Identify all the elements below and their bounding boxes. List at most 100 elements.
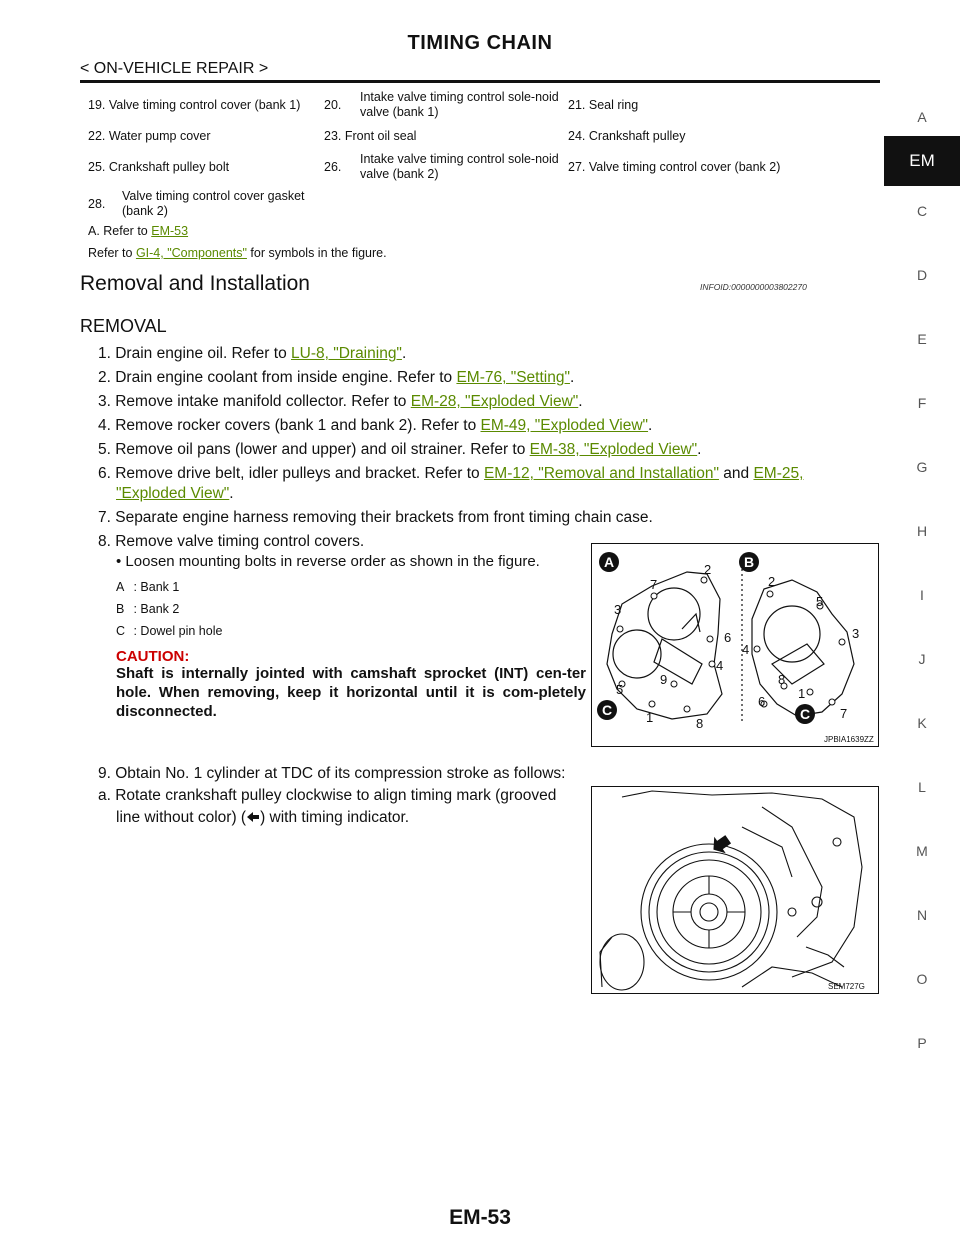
sidebar-item-f[interactable]: F	[917, 395, 927, 411]
table-row: 28. Valve timing control cover gasket (b…	[88, 186, 784, 222]
svg-text:C: C	[800, 706, 810, 722]
step-a-line2: line without color) ( ) with timing indi…	[116, 809, 410, 826]
bolt-number: 1	[798, 686, 805, 701]
sidebar-item-p[interactable]: P	[917, 1035, 927, 1051]
header-rule	[80, 80, 880, 83]
table-cell: 24. Crankshaft pulley	[568, 128, 686, 143]
table-cell: 19. Valve timing control cover (bank 1)	[88, 97, 301, 112]
sidebar-item-e[interactable]: E	[917, 331, 927, 347]
sidebar-item-h[interactable]: H	[916, 523, 928, 539]
sidebar-item-c[interactable]: C	[916, 203, 928, 219]
figure-code: JPBIA1639ZZ	[824, 735, 874, 744]
table-cell: 22. Water pump cover	[88, 128, 211, 143]
table-cell: Intake valve timing control sole-noid va…	[360, 90, 559, 119]
sidebar-item-n[interactable]: N	[916, 907, 928, 923]
section-heading: Removal and Installation	[80, 272, 310, 295]
table-cell-num: 26.	[324, 159, 342, 174]
section-index-sidebar: A EM C D E F G H I J K L M N O P	[884, 98, 960, 1062]
page-number: EM-53	[449, 1206, 511, 1229]
bolt-number: 5	[616, 682, 623, 697]
step-6: 6. Remove drive belt, idler pulleys and …	[98, 465, 804, 502]
bolt-number: 4	[742, 642, 749, 657]
link-em-12[interactable]: EM-12, "Removal and Installation"	[483, 465, 719, 482]
sidebar-item-m[interactable]: M	[916, 843, 928, 859]
legend-item-a: A : Bank 1	[116, 580, 180, 594]
link-em-49[interactable]: EM-49, "Exploded View"	[480, 417, 649, 434]
bolt-number: 4	[716, 658, 723, 673]
info-id: INFOID:0000000003802270	[700, 282, 807, 292]
sidebar-item-a[interactable]: A	[917, 109, 927, 125]
step-8-bullet: • Loosen mounting bolts in reverse order…	[116, 553, 540, 570]
figure-legend: A : Bank 1 B : Bank 2 C : Dowel pin hole	[116, 576, 222, 642]
badge-c-icon: C	[795, 704, 815, 724]
badge-c-icon: C	[597, 700, 617, 720]
bolt-number: 6	[724, 630, 731, 645]
step-8: 8. Remove valve timing control covers.	[98, 533, 365, 550]
sidebar-item-i[interactable]: I	[920, 587, 924, 603]
step-a-line1: a. Rotate crankshaft pulley clockwise to…	[98, 787, 557, 804]
table-row: 19. Valve timing control cover (bank 1) …	[88, 86, 784, 124]
figure-timing-cover-bolt-order: 2 7 3 6 4 9 5 1 8 2 5 3 4 8 1 6 7 A B	[591, 543, 879, 747]
step-3: 3. Remove intake manifold collector. Ref…	[98, 393, 583, 410]
link-em-76[interactable]: EM-76, "Setting"	[456, 369, 570, 386]
step-7: 7. Separate engine harness removing thei…	[98, 509, 653, 526]
sidebar-item-d[interactable]: D	[916, 267, 928, 283]
page-title: TIMING CHAIN	[407, 32, 553, 54]
badge-b-icon: B	[739, 552, 759, 572]
figure-crankshaft-pulley: SEM727G	[591, 786, 879, 994]
sidebar-item-g[interactable]: G	[916, 459, 928, 475]
table-cell: 23. Front oil seal	[324, 128, 417, 143]
bolt-number: 3	[852, 626, 859, 641]
table-cell: 25. Crankshaft pulley bolt	[88, 159, 230, 174]
bolt-number: 2	[704, 562, 711, 577]
link-em-28[interactable]: EM-28, "Exploded View"	[410, 393, 579, 410]
bolt-number: 1	[646, 710, 653, 725]
table-cell: Intake valve timing control sole-noid va…	[360, 152, 559, 181]
link-em-25[interactable]: EM-25,	[753, 465, 804, 482]
sidebar-item-em[interactable]: EM	[884, 136, 960, 186]
link-em-25-exploded-view[interactable]: "Exploded View"	[116, 485, 230, 502]
section-subtitle: < ON-VEHICLE REPAIR >	[80, 60, 269, 77]
figure-code: SEM727G	[828, 982, 865, 991]
badge-a-icon: A	[599, 552, 619, 572]
table-cell: 21. Seal ring	[568, 97, 639, 112]
step-9: 9. Obtain No. 1 cylinder at TDC of its c…	[98, 765, 566, 782]
subsection-heading: REMOVAL	[80, 316, 167, 336]
table-row: 25. Crankshaft pulley bolt 26. Intake va…	[88, 148, 784, 186]
parts-legend-table: 19. Valve timing control cover (bank 1) …	[88, 86, 784, 222]
link-gi-4-components[interactable]: GI-4, "Components"	[135, 246, 247, 260]
caution-heading: CAUTION:	[116, 648, 190, 665]
bolt-number: 6	[758, 694, 765, 709]
svg-text:A: A	[604, 554, 614, 570]
bolt-number: 7	[840, 706, 847, 721]
step-1: 1. Drain engine oil. Refer to LU-8, "Dra…	[98, 345, 407, 362]
refer-line-a: A. Refer to EM-53	[88, 224, 189, 238]
sidebar-item-j[interactable]: J	[918, 651, 926, 667]
link-em-38[interactable]: EM-38, "Exploded View"	[529, 441, 698, 458]
bolt-number: 5	[816, 594, 823, 609]
legend-item-b: B : Bank 2	[116, 602, 180, 616]
caution-text: Shaft is internally jointed with camshaf…	[116, 665, 586, 720]
link-lu-8[interactable]: LU-8, "Draining"	[291, 345, 402, 362]
sidebar-item-o[interactable]: O	[916, 971, 928, 987]
table-cell: 28. Valve timing control cover gasket (b…	[88, 189, 305, 218]
bolt-number: 8	[778, 672, 785, 687]
bolt-number: 7	[650, 577, 657, 592]
bolt-number: 2	[768, 574, 775, 589]
timing-mark-arrow-icon	[713, 835, 732, 854]
svg-text:B: B	[744, 554, 754, 570]
sidebar-item-k[interactable]: K	[917, 715, 927, 731]
timing-mark-arrow-icon	[246, 809, 260, 822]
refer-line-symbols: Refer to GI-4, "Components" for symbols …	[88, 246, 387, 260]
step-5: 5. Remove oil pans (lower and upper) and…	[98, 441, 702, 458]
link-em-53[interactable]: EM-53	[151, 224, 189, 238]
legend-item-c: C : Dowel pin hole	[116, 624, 223, 638]
sidebar-item-l[interactable]: L	[918, 779, 926, 795]
table-cell: 27. Valve timing control cover (bank 2)	[568, 159, 781, 174]
bolt-number: 8	[696, 716, 703, 731]
crankshaft-pulley-illustration: SEM727G	[599, 790, 865, 991]
bolt-number: 3	[614, 602, 621, 617]
step-4: 4. Remove rocker covers (bank 1 and bank…	[98, 417, 653, 434]
step-2: 2. Drain engine coolant from inside engi…	[98, 369, 575, 386]
svg-text:C: C	[602, 702, 612, 718]
